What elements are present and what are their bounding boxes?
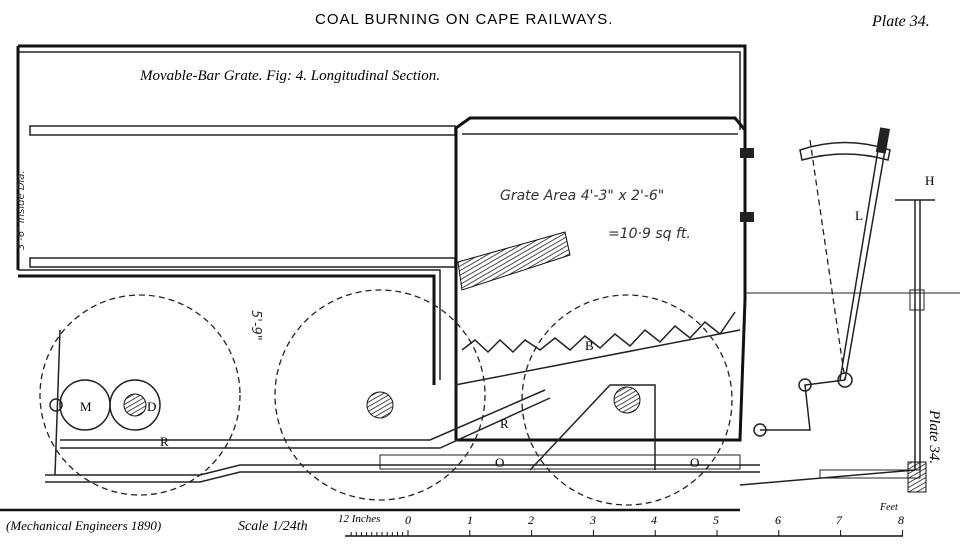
- label-r-1: R: [160, 434, 169, 449]
- scale-tick-0: 0: [405, 513, 411, 527]
- wheel-diameter-label: 5'-9": [248, 310, 263, 341]
- figure-caption: Movable-Bar Grate. Fig: 4. Longitudinal …: [139, 68, 440, 84]
- scale-tick-7: 7: [836, 513, 843, 527]
- scale-bar: 0 1 2 3 4 5 6 7 8: [345, 513, 904, 537]
- firebox: [454, 116, 754, 442]
- label-m: M: [80, 399, 92, 414]
- wheels: [39, 289, 733, 506]
- scale-tick-6: 6: [775, 513, 781, 527]
- plate-number: Plate 34.: [871, 13, 930, 30]
- label-h: H: [925, 173, 934, 188]
- drawing-title: COAL BURNING ON CAPE RAILWAYS.: [315, 11, 613, 28]
- boiler-shell: [16, 44, 747, 385]
- control-lever: [799, 127, 935, 493]
- label-b: B: [585, 338, 594, 353]
- scale-tick-2: 2: [528, 513, 534, 527]
- label-o-1: O: [495, 455, 504, 470]
- label-l: L: [855, 208, 863, 223]
- grate-area-value: =10·9 sq ft.: [608, 226, 691, 242]
- scale-label: Scale 1/24th: [238, 519, 308, 534]
- label-r-2: R: [500, 416, 509, 431]
- scale-tick-5: 5: [713, 513, 719, 527]
- label-o-2: O: [690, 455, 699, 470]
- scale-tick-3: 3: [589, 513, 596, 527]
- scale-tick-1: 1: [467, 513, 473, 527]
- linkage-rods: [45, 329, 921, 486]
- source-caption: (Mechanical Engineers 1890): [6, 518, 161, 533]
- scale-tick-4: 4: [651, 513, 657, 527]
- feet-label: Feet: [879, 502, 898, 513]
- inches-label: 12 Inches: [338, 513, 380, 525]
- boiler-diameter-label: 3'-6" Inside Dia.: [16, 170, 27, 250]
- label-d: D: [147, 399, 156, 414]
- plate-side-label: Plate 34.: [926, 409, 942, 464]
- grate-area-label: Grate Area 4'-3" x 2'-6": [500, 188, 664, 204]
- scale-tick-8: 8: [898, 513, 904, 527]
